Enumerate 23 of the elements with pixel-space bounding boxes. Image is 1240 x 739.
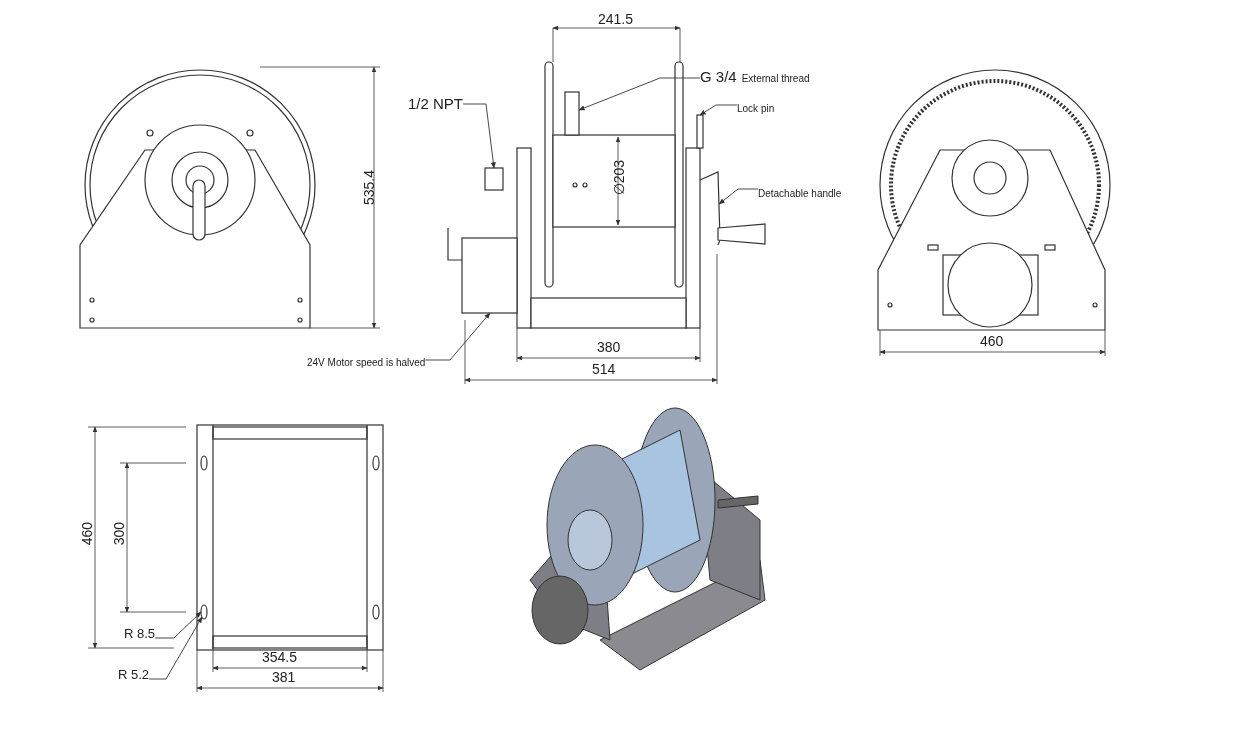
callout-label: 24V Motor speed is halved xyxy=(307,357,426,368)
callout-label: Detachable handle xyxy=(758,188,842,199)
dimension-label: 354.5 xyxy=(262,650,298,666)
dimension-label: 460 xyxy=(980,334,1004,350)
callout-label: 1/2 NPT xyxy=(408,95,464,112)
dimension-label: 460 xyxy=(80,522,96,546)
dimension-label: 381 xyxy=(272,670,296,686)
callout-label: R 8.5 xyxy=(124,626,156,641)
dimension-label: 241.5 xyxy=(598,12,634,28)
keyhole-slot xyxy=(200,604,208,620)
dimension-label: ∅203 xyxy=(612,160,628,196)
callout-label: G 3/4 xyxy=(700,68,737,85)
dimension-label: 514 xyxy=(592,362,616,378)
dimension-label: 535.4 xyxy=(362,170,378,206)
dimension-label: 300 xyxy=(112,522,128,546)
dimension-label: 380 xyxy=(597,340,621,356)
motor-housing xyxy=(461,237,518,314)
swivel-joint xyxy=(564,91,580,136)
callout-note: External thread xyxy=(741,73,810,84)
callout-label: Lock pin xyxy=(737,103,775,114)
callout-label: R 5.2 xyxy=(118,667,150,682)
pipe-fitting xyxy=(484,167,504,191)
lock-pin xyxy=(696,114,704,149)
